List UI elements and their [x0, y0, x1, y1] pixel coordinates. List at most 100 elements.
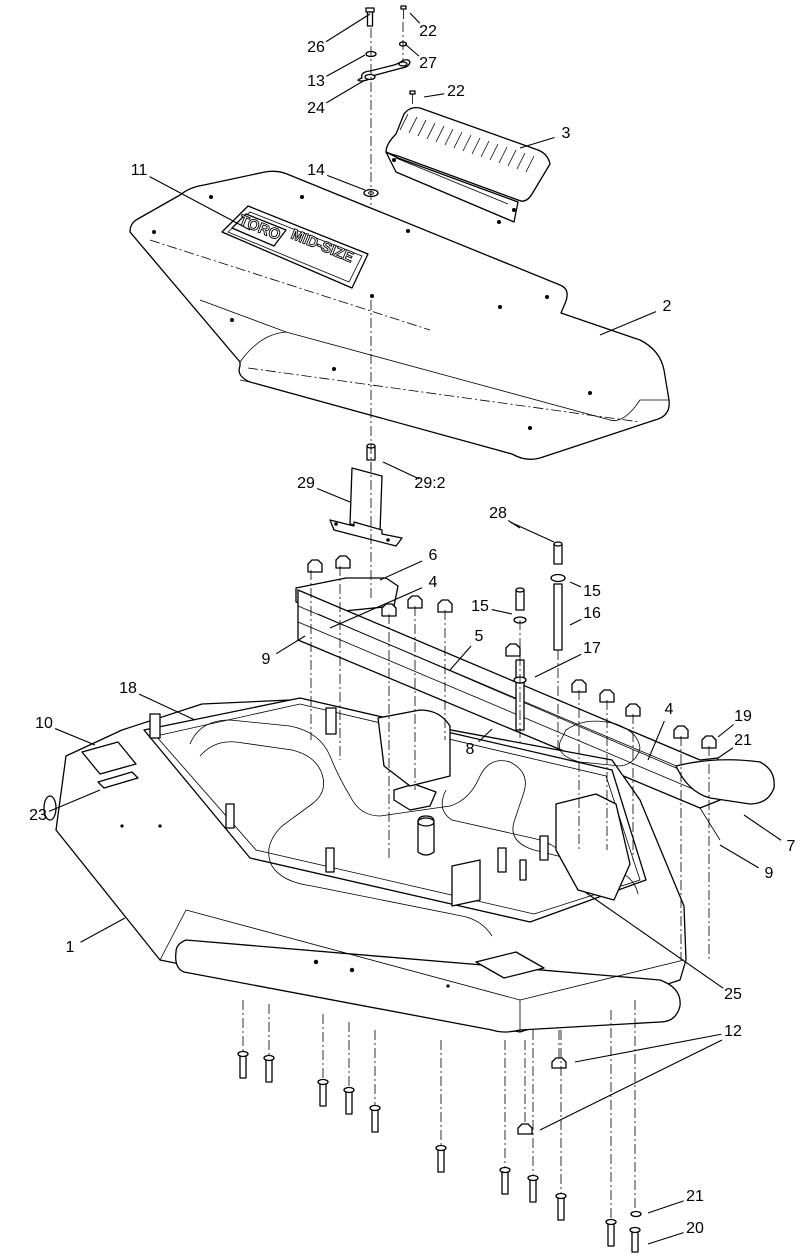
callout-label: 15: [583, 583, 601, 600]
callout-c14: 14: [307, 162, 366, 191]
callout-label: 17: [583, 640, 601, 657]
leader-line: [491, 609, 513, 615]
callout-label: 21: [686, 1188, 704, 1205]
callout-c22b: 22: [423, 83, 465, 100]
callout-label: 23: [29, 807, 47, 824]
leader-line: [275, 635, 306, 655]
leader-line: [423, 93, 445, 98]
callout-c29: 29: [297, 475, 351, 503]
callout-label: 29:2: [414, 475, 445, 492]
leader-line: [584, 891, 724, 989]
callout-c13: 13: [307, 54, 366, 90]
callout-label: 22: [447, 83, 465, 100]
callout-c8: 8: [466, 728, 493, 758]
leader-line: [743, 814, 782, 841]
callout-label: 10: [35, 715, 53, 732]
callout-c26: 26: [307, 13, 371, 56]
callout-label: 21: [734, 732, 752, 749]
leader-line: [54, 728, 96, 746]
leader-line: [574, 1033, 722, 1063]
mount-bracket: [329, 443, 403, 547]
leader-line: [534, 653, 582, 678]
callout-c25: 25: [584, 891, 742, 1003]
leader-line: [138, 693, 196, 721]
leader-line: [647, 1232, 684, 1245]
callout-label: 4: [429, 574, 438, 591]
callout-c1: 1: [66, 917, 126, 956]
callout-c9a: 9: [262, 635, 306, 668]
callout-label: 12: [724, 1023, 742, 1040]
leader-line: [519, 136, 555, 149]
leader-line: [48, 789, 101, 812]
callout-c4b: 4: [647, 701, 674, 761]
callout-label: 15: [471, 598, 489, 615]
leader-line: [329, 587, 423, 629]
leader-line: [717, 724, 734, 738]
callout-c7: 7: [743, 814, 796, 855]
callout-c27: 27: [404, 43, 437, 72]
callout-label: 14: [307, 162, 325, 179]
leader-line: [569, 581, 582, 588]
leader-line: [404, 43, 420, 57]
callout-c29_2: 29:2: [382, 461, 446, 492]
callout-c21a: 21: [717, 732, 752, 759]
callout-c11: 11: [131, 162, 251, 231]
leader-line: [478, 728, 493, 743]
callout-label: 9: [765, 865, 774, 882]
callout-c18: 18: [119, 680, 196, 721]
callout-label: 26: [307, 39, 325, 56]
callout-label: 4: [665, 701, 674, 718]
leader-line: [599, 311, 657, 336]
callout-c6: 6: [379, 547, 438, 581]
callout-label: 22: [419, 23, 437, 40]
leader-line: [80, 917, 126, 943]
callout-c9b: 9: [719, 844, 774, 882]
callout-label: 24: [307, 100, 325, 117]
callout-label: 2: [663, 298, 672, 315]
callout-label: 3: [562, 125, 571, 142]
callout-label: 16: [583, 605, 601, 622]
leader-line: [379, 560, 423, 581]
leader-line: [326, 54, 366, 77]
callout-c15b: 15: [471, 598, 513, 615]
leader-line: [449, 645, 472, 671]
callout-c15a: 15: [569, 581, 601, 600]
leader-line: [647, 1200, 684, 1214]
callout-c5: 5: [449, 628, 484, 671]
callout-c22a: 22: [409, 12, 437, 40]
callout-label: 20: [686, 1220, 704, 1237]
callout-label: 29: [297, 475, 315, 492]
callout-label: 27: [419, 55, 437, 72]
leader-line: [149, 176, 251, 231]
leader-line: [409, 12, 421, 24]
leader-line: [569, 618, 582, 626]
callout-c17: 17: [534, 640, 601, 678]
callout-c21b: 21: [647, 1188, 704, 1214]
callout-c24: 24: [307, 79, 366, 117]
callout-c20: 20: [647, 1220, 704, 1245]
callout-label: 28: [489, 505, 507, 522]
callout-c23: 23: [29, 789, 101, 824]
lower-hardware: [237, 300, 710, 1253]
leader-line: [326, 174, 366, 191]
leader-line: [326, 79, 366, 104]
callout-c4a: 4: [329, 574, 438, 629]
callout-label: 11: [131, 162, 148, 179]
callout-label: 7: [787, 838, 796, 855]
leader-line: [717, 747, 734, 759]
leader-line-12b: [539, 1039, 723, 1131]
callout-c16: 16: [569, 605, 601, 626]
callout-label: 5: [475, 628, 484, 645]
callout-label: 19: [734, 708, 752, 725]
leader-line: [647, 720, 665, 761]
leader-line: [719, 844, 759, 869]
mower-deck: [43, 697, 687, 1033]
callout-label: 1: [66, 939, 75, 956]
callout-c3: 3: [519, 125, 571, 149]
callout-label: 8: [466, 741, 475, 758]
callout-c19: 19: [717, 708, 752, 738]
callout-label: 25: [724, 986, 742, 1003]
leader-line: [316, 488, 351, 503]
